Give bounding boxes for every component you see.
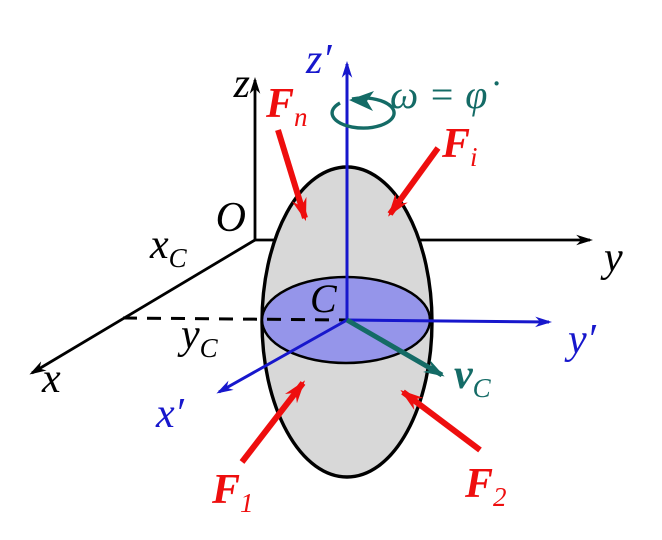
force-f1-arrow	[239, 380, 306, 464]
force-fi-label: Fi	[441, 121, 478, 172]
dashed-projection-line	[122, 316, 347, 322]
coord-yc-label: yC	[177, 312, 219, 363]
rotation-arrow-icon	[330, 96, 396, 130]
force-fi-arrow	[387, 146, 441, 217]
axis-x-label: x	[41, 356, 61, 402]
force-fn-arrow	[275, 129, 308, 222]
velocity-vc-label: vC	[454, 352, 492, 403]
axis-x-prime-label: x′	[155, 391, 185, 437]
force-fn-label: Fn	[265, 81, 308, 132]
coord-xc-label: xC	[149, 222, 188, 273]
axis-y-label: y	[600, 235, 623, 281]
axis-y-prime-line	[346, 316, 552, 328]
axis-x-line	[29, 238, 256, 375]
axis-z-prime-label: z′	[305, 37, 332, 83]
origin-label: O	[216, 195, 246, 241]
velocity-vc-arrow	[345, 317, 445, 378]
center-c-label: C	[310, 276, 338, 321]
axis-y-prime-label: y′	[564, 317, 597, 363]
force-f1-label: F1	[211, 467, 254, 518]
axis-z-label: z	[233, 61, 250, 107]
angular-velocity-label: ω = φ̇	[390, 72, 499, 117]
force-f2-arrow	[400, 389, 482, 453]
axis-x-prime-line	[216, 318, 348, 394]
force-f2-label: F2	[464, 461, 507, 512]
rotation-arrowhead-icon	[349, 91, 374, 111]
